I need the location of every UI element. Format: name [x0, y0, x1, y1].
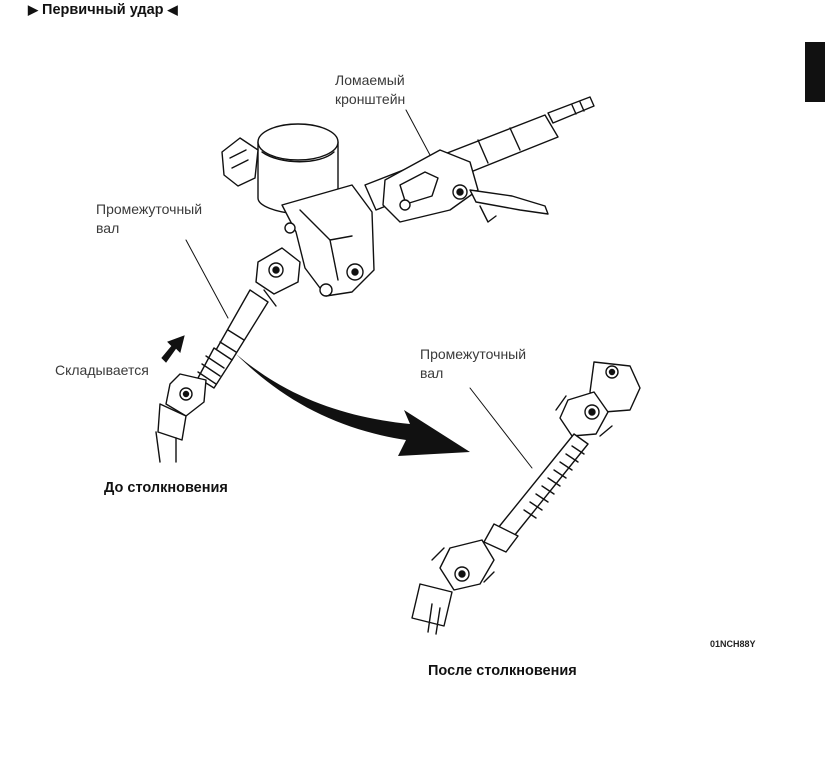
page-edge-tab — [805, 42, 825, 102]
right-triangle-icon: ▶ — [28, 2, 38, 17]
label-breakable-bracket-2: кронштейн — [335, 91, 406, 107]
intermediate-shaft-before — [155, 289, 269, 463]
label-collapses: Складывается — [55, 362, 149, 378]
label-intermediate-shaft-top-2: вал — [96, 220, 120, 236]
leader-line-bracket — [405, 109, 431, 156]
left-triangle-icon: ◀ — [167, 2, 178, 17]
caption-before-collision: До столкновения — [104, 480, 228, 496]
leader-line-shaft-top — [185, 239, 229, 319]
steering-column-assembly — [221, 96, 595, 307]
leader-line-shaft-bottom — [469, 387, 533, 469]
label-intermediate-shaft-top-1: Промежуточный — [96, 201, 203, 217]
label-breakable-bracket-1: Ломаемый — [335, 72, 405, 88]
caption-after-collision: После столкновения — [428, 663, 577, 679]
intermediate-shaft-after — [411, 361, 641, 635]
figure-code: 01NCH88Y — [710, 639, 756, 649]
section-header: ▶ Первичный удар ◀ — [28, 2, 178, 18]
section-title: Первичный удар — [42, 2, 164, 18]
collapse-arrow-icon — [161, 335, 185, 363]
transition-arrow-icon — [236, 354, 470, 456]
label-intermediate-shaft-bottom-2: вал — [420, 365, 444, 381]
label-intermediate-shaft-bottom-1: Промежуточный — [420, 346, 527, 362]
